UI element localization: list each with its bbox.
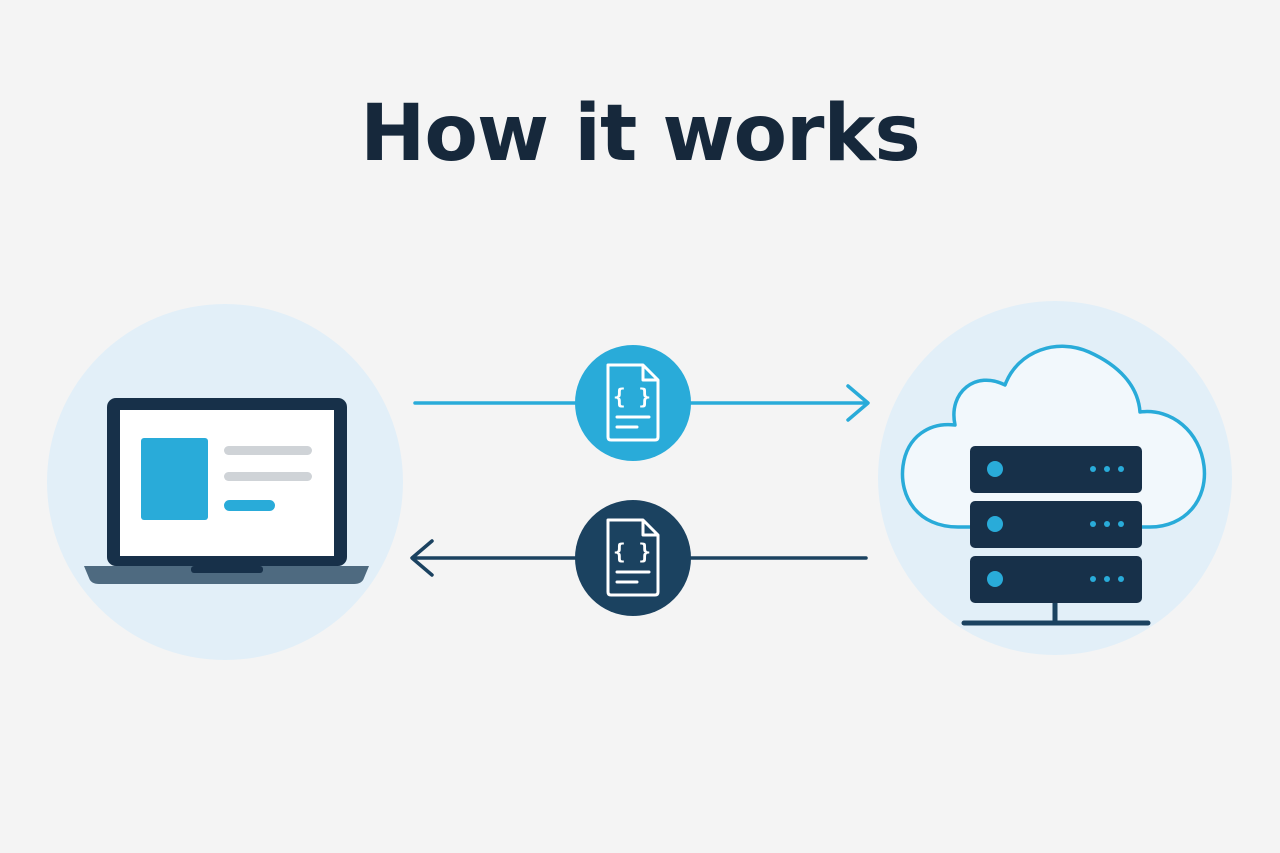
- server-dot: [1090, 521, 1096, 527]
- document-fold: [641, 365, 658, 382]
- request-arrow-head: [846, 384, 870, 422]
- server-dot: [1118, 521, 1124, 527]
- response-document-icon: { }: [606, 518, 660, 597]
- server-dot: [1104, 521, 1110, 527]
- server-led: [987, 516, 1003, 532]
- client-node: [47, 304, 403, 660]
- server-led: [987, 571, 1003, 587]
- server-dot: [1104, 576, 1110, 582]
- server-dot: [1090, 576, 1096, 582]
- laptop-icon: [84, 398, 369, 584]
- page-title: How it works: [360, 89, 921, 179]
- request-document-icon: { }: [606, 363, 660, 442]
- laptop-hinge-notch: [191, 566, 263, 573]
- server-dot: [1118, 466, 1124, 472]
- server-dot: [1118, 576, 1124, 582]
- json-braces-glyph: { }: [613, 540, 651, 564]
- screen-content-panel: [141, 438, 208, 520]
- response-flow: { }: [410, 500, 868, 616]
- cloud-server-icon: [900, 344, 1207, 626]
- request-badge: [575, 345, 691, 461]
- server-rack: [970, 446, 1142, 603]
- screen-text-line: [224, 472, 312, 481]
- server-unit: [970, 501, 1142, 548]
- json-braces-glyph: { }: [613, 385, 651, 409]
- server-dot: [1104, 466, 1110, 472]
- server-unit: [970, 556, 1142, 603]
- laptop-base: [84, 566, 369, 584]
- document-fold: [641, 520, 658, 537]
- response-badge: [575, 500, 691, 616]
- document-outline: [606, 518, 660, 597]
- server-node: [878, 301, 1232, 655]
- screen-button: [224, 500, 275, 511]
- server-led: [987, 461, 1003, 477]
- document-outline: [606, 363, 660, 442]
- screen-text-line: [224, 446, 312, 455]
- response-arrow-head: [410, 539, 434, 577]
- server-dot: [1090, 466, 1096, 472]
- server-unit: [970, 446, 1142, 493]
- request-flow: { }: [413, 345, 870, 461]
